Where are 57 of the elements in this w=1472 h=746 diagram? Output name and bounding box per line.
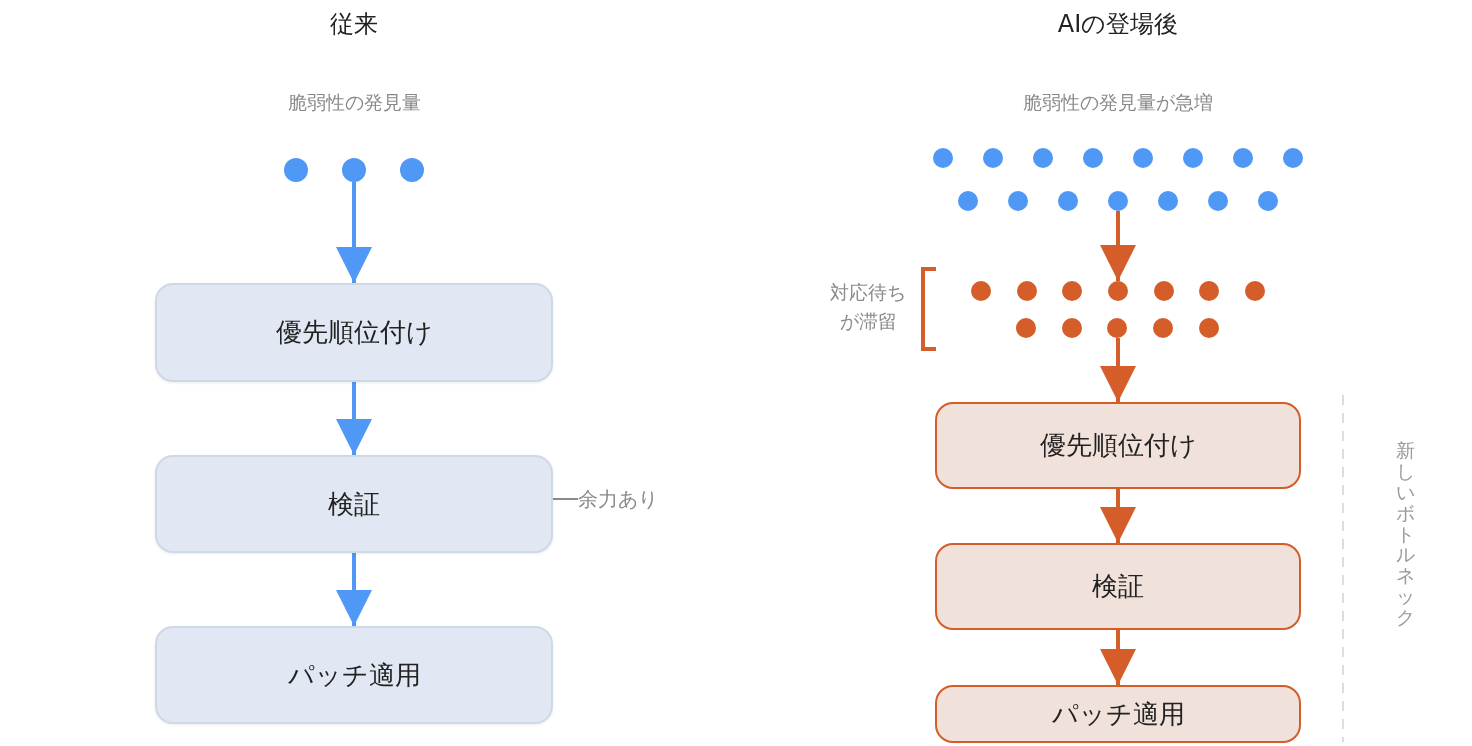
vulnerability-dot <box>933 148 953 168</box>
arrow <box>336 382 372 455</box>
connector-line <box>552 498 579 500</box>
step-label: 優先順位付け <box>275 316 433 349</box>
vulnerability-dot <box>1208 191 1228 211</box>
vulnerability-dot <box>1008 191 1028 211</box>
arrow <box>1100 211 1136 281</box>
step-label: 検証 <box>1092 570 1144 603</box>
side-note: 余力あり <box>578 485 658 513</box>
vulnerability-dot <box>1283 148 1303 168</box>
vulnerability-dot <box>1107 318 1128 338</box>
arrow <box>1100 338 1136 402</box>
process-box <box>155 283 553 382</box>
vulnerability-dot <box>1083 148 1103 168</box>
vulnerability-dot <box>1258 191 1278 211</box>
process-box <box>155 626 553 724</box>
process-box <box>935 685 1301 743</box>
process-box <box>935 402 1301 489</box>
arrow <box>1100 489 1136 543</box>
vulnerability-dot <box>1198 318 1219 338</box>
vulnerability-dot <box>284 158 308 182</box>
step-label: パッチ適用 <box>287 658 421 692</box>
arrow <box>336 553 372 626</box>
vulnerability-dot <box>1133 148 1153 168</box>
vulnerability-dot <box>958 191 978 211</box>
vulnerability-dot <box>342 158 366 182</box>
process-box <box>935 543 1301 630</box>
vulnerability-dot <box>1183 148 1203 168</box>
vulnerability-dot <box>1033 148 1053 168</box>
vulnerability-dot <box>1016 281 1037 301</box>
axis-caption: 脆弱性の発見量 <box>286 90 422 115</box>
step-label: パッチ適用 <box>1051 697 1185 731</box>
step-label: 検証 <box>328 487 380 521</box>
vulnerability-dot <box>1062 281 1083 301</box>
vulnerability-dot <box>1245 281 1265 301</box>
bracket-label: 対応待ちが滞留 <box>829 280 907 334</box>
column-title: AIの登場後 <box>1056 9 1180 40</box>
axis-caption: 脆弱性の発見量が急増 <box>1022 90 1214 115</box>
vulnerability-dot <box>1158 191 1178 211</box>
vulnerability-dot <box>1153 318 1173 338</box>
vulnerability-dot <box>1058 191 1078 211</box>
vulnerability-dot <box>1108 281 1128 301</box>
vertical-label: 新しいボトルネック <box>1396 440 1415 628</box>
vulnerability-dot <box>1108 191 1128 211</box>
vulnerability-dot <box>1233 148 1253 168</box>
vulnerability-dot <box>400 158 424 182</box>
arrow <box>336 182 372 283</box>
arrow <box>1100 630 1136 685</box>
vulnerability-dot <box>971 281 991 301</box>
column-title: 従来 <box>329 9 379 40</box>
vulnerability-dot <box>1153 281 1174 301</box>
process-box <box>155 455 553 553</box>
vulnerability-dot <box>1061 318 1082 338</box>
vulnerability-dot <box>1199 281 1220 301</box>
step-label: 優先順位付け <box>1039 429 1197 462</box>
vulnerability-dot <box>1016 318 1036 338</box>
vulnerability-dot <box>983 148 1003 168</box>
